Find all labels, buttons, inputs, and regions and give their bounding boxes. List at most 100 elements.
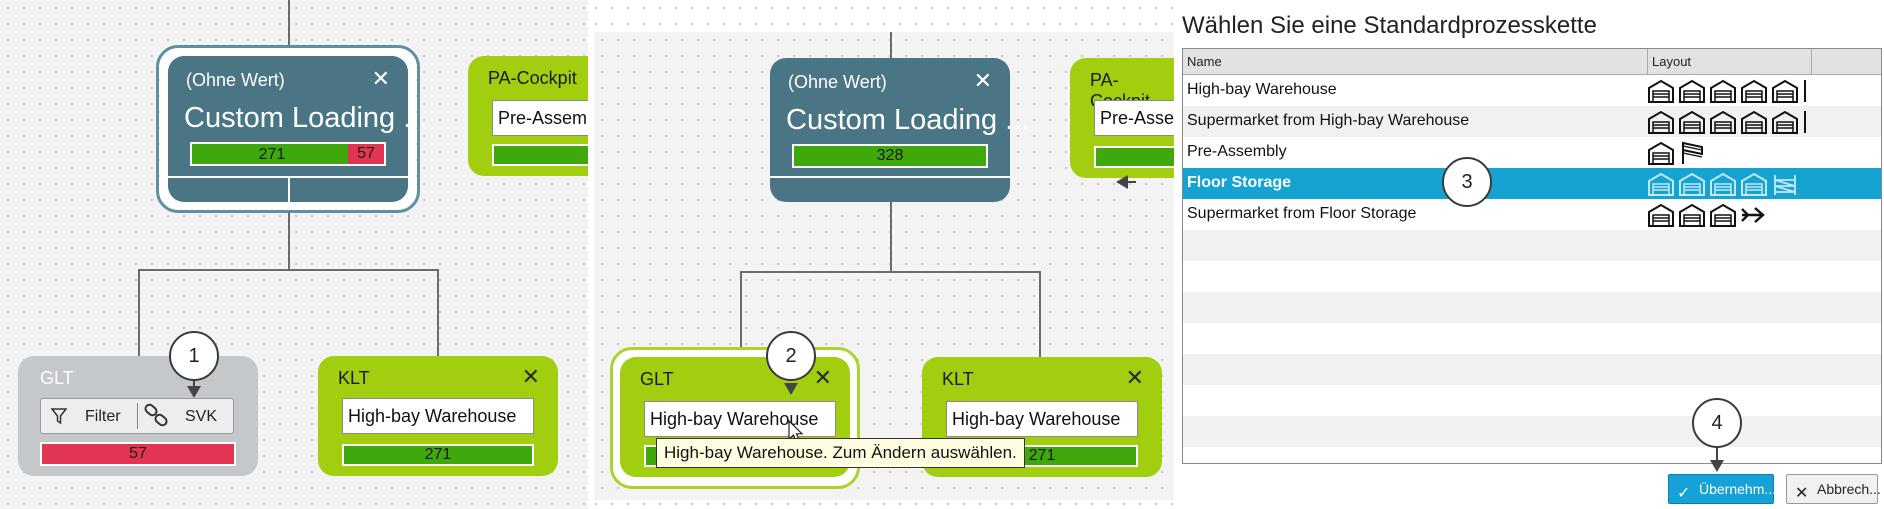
warehouse-icon bbox=[1647, 140, 1675, 171]
row-name: Floor Storage bbox=[1187, 174, 1292, 191]
quantity-bar: 328 bbox=[792, 144, 988, 168]
bar-icon bbox=[1802, 109, 1808, 140]
connector-line bbox=[890, 32, 892, 58]
glt-input[interactable]: High-bay Warehouse bbox=[644, 401, 836, 437]
warehouse-icon bbox=[1647, 109, 1675, 140]
klt-input[interactable]: High-bay Warehouse bbox=[946, 401, 1138, 437]
column-header-layout[interactable]: Layout bbox=[1648, 49, 1812, 75]
row-layout-icons bbox=[1647, 171, 1799, 202]
node-caption: (Ohne Wert) bbox=[186, 70, 285, 90]
ok-button-label: Übernehm... bbox=[1699, 481, 1777, 497]
connector-line bbox=[740, 271, 742, 359]
bar-icon bbox=[1802, 78, 1808, 109]
connector-line bbox=[1039, 271, 1041, 359]
custom-loading-node[interactable]: (Ohne Wert) ✕ Custom Loading ... 271 57 bbox=[168, 56, 427, 202]
table-row[interactable]: Pre-Assembly bbox=[1183, 137, 1881, 168]
table-row[interactable]: Supermarket from Floor Storage bbox=[1183, 199, 1881, 230]
node-caption: (Ohne Wert) bbox=[788, 72, 887, 92]
glt-value-bar: 57 bbox=[40, 442, 236, 466]
warehouse-icon bbox=[1678, 171, 1706, 202]
warehouse-icon bbox=[1709, 78, 1737, 109]
callout-arrow-stem bbox=[1716, 448, 1718, 462]
close-icon[interactable]: ✕ bbox=[1125, 365, 1144, 390]
node-title: Custom Loading ... bbox=[184, 102, 428, 134]
cancel-button[interactable]: ✕ Abbrech... bbox=[1786, 474, 1881, 504]
node-title: Custom Loading ... bbox=[786, 104, 1030, 136]
node-divider bbox=[168, 176, 408, 178]
quantity-bar: 271 57 bbox=[190, 142, 386, 166]
node-divider-v bbox=[288, 178, 290, 202]
warehouse-icon bbox=[1709, 109, 1737, 140]
node-caption: GLT bbox=[40, 368, 74, 388]
row-name: Supermarket from High-bay Warehouse bbox=[1187, 112, 1470, 129]
column-header-name[interactable]: Name bbox=[1183, 49, 1648, 75]
callout-arrow-stem bbox=[193, 381, 195, 387]
warehouse-icon bbox=[1709, 171, 1737, 202]
row-name: Pre-Assembly bbox=[1187, 143, 1287, 160]
process-chain-dialog: Wählen Sie eine Standardprozesskette Nam… bbox=[1116, 0, 1884, 509]
warehouse-icon bbox=[1771, 109, 1799, 140]
arrow-icon bbox=[1740, 202, 1768, 233]
tooltip: High-bay Warehouse. Zum Ändern auswählen… bbox=[656, 438, 1025, 468]
warehouse-icon bbox=[1740, 78, 1768, 109]
table-row[interactable]: High-bay Warehouse bbox=[1183, 75, 1881, 106]
warehouse-icon bbox=[1740, 171, 1768, 202]
row-name: Supermarket from Floor Storage bbox=[1187, 205, 1417, 222]
close-icon[interactable]: ✕ bbox=[371, 66, 390, 91]
warehouse-icon bbox=[1771, 78, 1799, 109]
table-row[interactable]: Supermarket from High-bay Warehouse bbox=[1183, 106, 1881, 137]
pa-value-bar: 1 bbox=[492, 144, 588, 166]
connector-line bbox=[437, 269, 439, 357]
row-layout-icons bbox=[1647, 109, 1808, 140]
diagram-panel-1: (Ohne Wert) ✕ Custom Loading ... 271 57 … bbox=[0, 0, 588, 509]
diagram-panel-2: (Ohne Wert) ✕ Custom Loading ... 328 PA-… bbox=[588, 0, 1174, 509]
filter-icon[interactable] bbox=[50, 407, 68, 430]
filter-button[interactable]: Filter bbox=[85, 408, 121, 425]
connector-line bbox=[138, 269, 438, 271]
warehouse-icon bbox=[1647, 171, 1675, 202]
dialog-title: Wählen Sie eine Standardprozesskette bbox=[1182, 12, 1597, 39]
warehouse-icon bbox=[1678, 78, 1706, 109]
pa-input[interactable]: Pre-Assembly bbox=[492, 100, 588, 136]
custom-loading-node[interactable]: (Ohne Wert) ✕ Custom Loading ... 328 bbox=[770, 58, 1029, 202]
row-layout-icons bbox=[1647, 78, 1808, 109]
node-caption: KLT bbox=[338, 368, 370, 388]
svk-button[interactable]: SVK bbox=[185, 408, 218, 425]
connector-line bbox=[740, 271, 1040, 273]
table-header: Name Layout bbox=[1183, 49, 1881, 75]
klt-input[interactable]: High-bay Warehouse bbox=[342, 398, 534, 434]
row-layout-icons bbox=[1647, 140, 1706, 171]
node-caption: PA-Cockpit bbox=[488, 68, 577, 88]
glt-node[interactable]: GLT Filter SVK 57 bbox=[18, 356, 258, 476]
warehouse-icon bbox=[1647, 202, 1675, 233]
node-caption: KLT bbox=[942, 369, 974, 389]
warehouse-icon bbox=[1647, 78, 1675, 109]
close-icon[interactable]: ✕ bbox=[521, 364, 540, 389]
callout-3: 3 bbox=[1442, 157, 1492, 207]
warehouse-icon bbox=[1678, 109, 1706, 140]
warehouse-icon bbox=[1709, 202, 1737, 233]
close-icon[interactable]: ✕ bbox=[813, 365, 832, 390]
node-caption: GLT bbox=[640, 369, 674, 389]
close-icon[interactable]: ✕ bbox=[973, 68, 992, 93]
callout-arrow bbox=[1710, 460, 1724, 472]
connector-line bbox=[288, 212, 290, 270]
klt-value-bar: 271 bbox=[342, 444, 534, 466]
pa-cockpit-node[interactable]: PA-Cockpit Pre-Assembly 1 bbox=[468, 56, 588, 176]
flag-icon bbox=[1678, 140, 1706, 171]
ok-button[interactable]: ✓ Übernehm... bbox=[1668, 474, 1777, 504]
link-icon[interactable] bbox=[143, 403, 171, 434]
bar-value-red: 57 bbox=[348, 144, 384, 164]
row-layout-icons bbox=[1647, 202, 1768, 233]
connector-line bbox=[288, 0, 290, 48]
pa-cockpit-node[interactable]: PA-Cockpit Pre-Assembly bbox=[1070, 58, 1174, 178]
bar-value-green: 271 bbox=[258, 146, 286, 163]
callout-1: 1 bbox=[169, 331, 219, 381]
warehouse-icon bbox=[1678, 202, 1706, 233]
table-row[interactable]: Floor Storage bbox=[1183, 168, 1881, 199]
node-divider bbox=[770, 176, 1010, 178]
pa-input[interactable]: Pre-Assembly bbox=[1094, 100, 1174, 136]
klt-node[interactable]: KLT ✕ High-bay Warehouse 271 bbox=[318, 356, 558, 476]
